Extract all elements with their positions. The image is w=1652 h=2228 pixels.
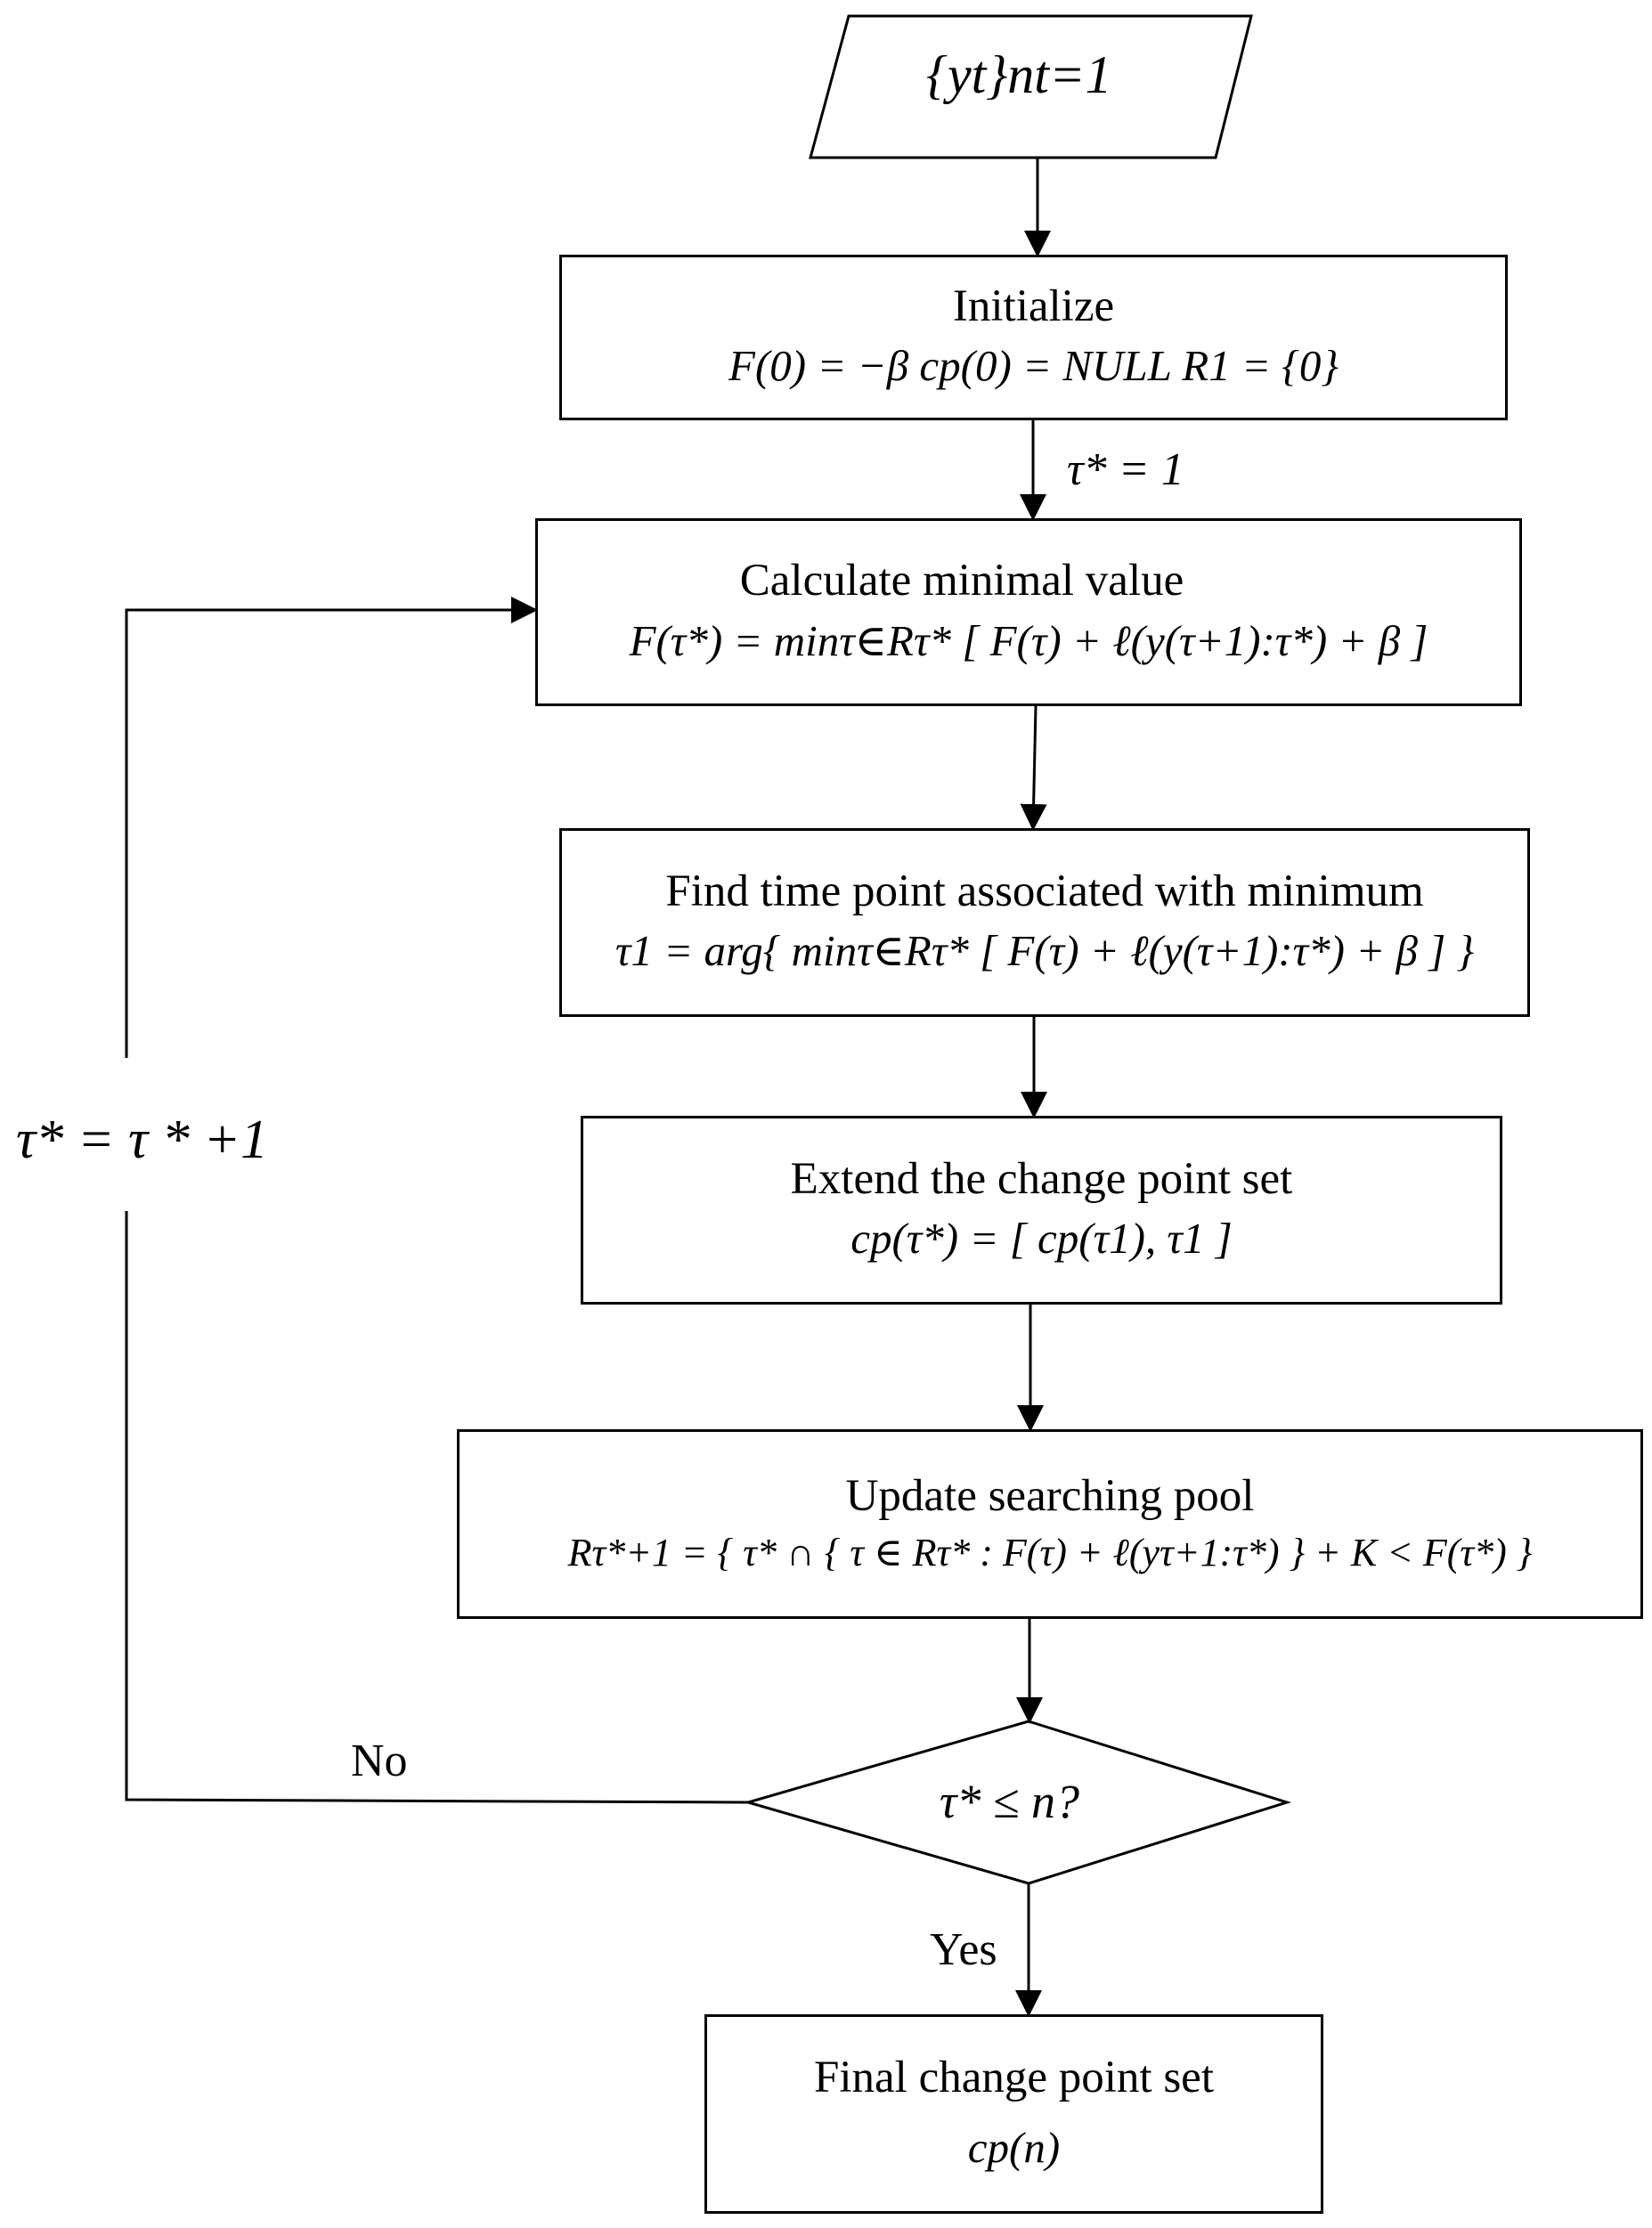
extend-title: Extend the change point set xyxy=(790,1153,1293,1204)
extend-formula: cp(τ*) = [ cp(τ1), τ1 ] xyxy=(850,1214,1233,1264)
initialize-box: Initialize F(0) = −β cp(0) = NULL R1 = {… xyxy=(559,255,1508,420)
find-title: Find time point associated with minimum xyxy=(665,866,1424,916)
calculate-title: Calculate minimal value xyxy=(739,556,1184,606)
decision-text: τ* ≤ n? xyxy=(940,1775,1079,1828)
arrow-calculate-to-find xyxy=(1020,705,1047,831)
initialize-title: Initialize xyxy=(952,281,1115,331)
update-title: Update searching pool xyxy=(845,1470,1255,1521)
edge-label-no: No xyxy=(351,1736,408,1786)
loop-line-bottom xyxy=(125,1211,749,1804)
find-box: Find time point associated with minimum … xyxy=(559,828,1530,1017)
edge-label-loop: τ* = τ * +1 xyxy=(16,1110,269,1170)
update-box: Update searching pool Rτ*+1 = { τ* ∩ { τ… xyxy=(457,1429,1643,1619)
edge-label-init-to-calc: τ* = 1 xyxy=(1067,444,1184,495)
final-title: Final change point set xyxy=(814,2052,1214,2102)
edge-label-yes: Yes xyxy=(930,1924,997,1975)
loop-line-top xyxy=(125,597,538,1058)
calculate-formula: F(τ*) = minτ∈Rτ* [ F(τ) + ℓ(y(τ+1):τ*) +… xyxy=(629,615,1428,665)
initialize-formula: F(0) = −β cp(0) = NULL R1 = {0} xyxy=(728,341,1339,391)
extend-box: Extend the change point set cp(τ*) = [ c… xyxy=(581,1116,1502,1305)
input-series-label: {yt}nt=1 xyxy=(926,45,1111,106)
input-parallelogram xyxy=(809,14,1253,159)
calculate-box: Calculate minimal value F(τ*) = minτ∈Rτ*… xyxy=(535,518,1522,706)
find-formula: τ1 = arg{ minτ∈Rτ* [ F(τ) + ℓ(y(τ+1):τ*)… xyxy=(614,926,1475,976)
final-formula: cp(n) xyxy=(967,2123,1061,2173)
update-formula: Rτ*+1 = { τ* ∩ { τ ∈ Rτ* : F(τ) + ℓ(yτ+1… xyxy=(567,1531,1533,1575)
final-box: Final change point set cp(n) xyxy=(704,2014,1323,2214)
input-series-formula: {yt}nt=1 xyxy=(926,45,1112,104)
